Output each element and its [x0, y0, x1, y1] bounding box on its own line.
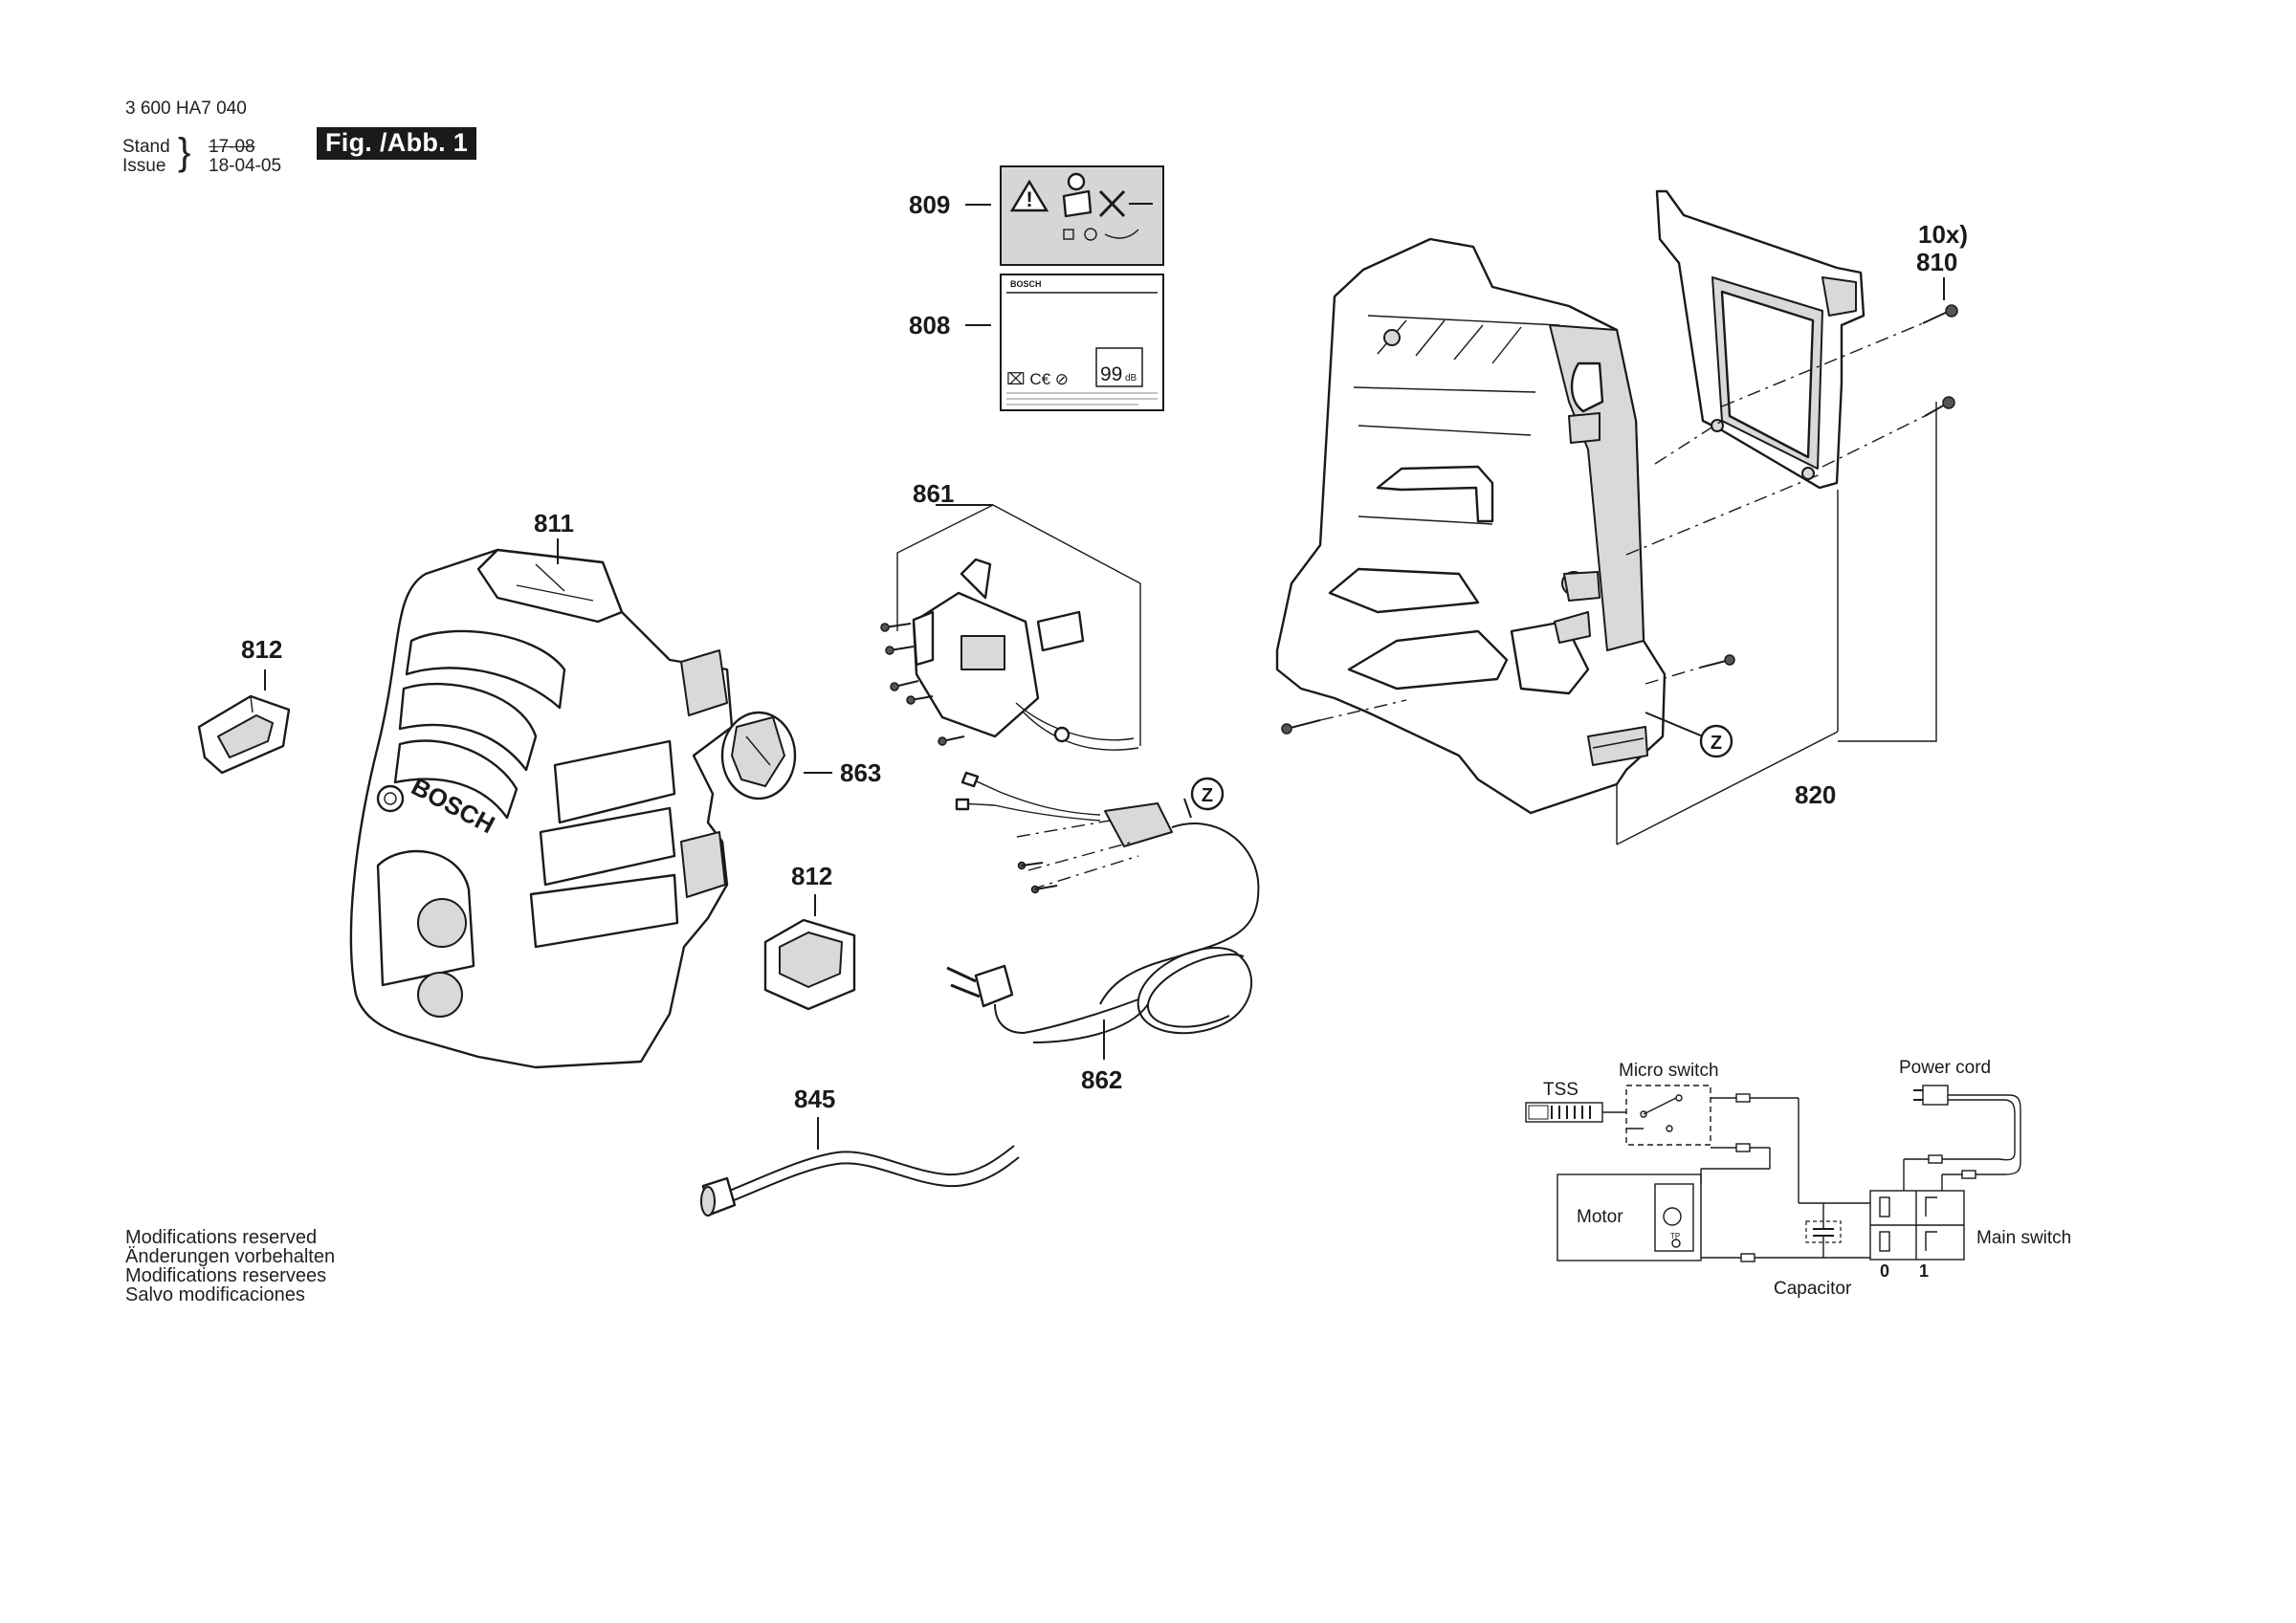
issue-label: Issue [122, 156, 166, 176]
part-808-label: 808 [909, 311, 950, 340]
hose [700, 1145, 1020, 1217]
main-housing [1275, 237, 1667, 815]
part-820-label: 820 [1795, 780, 1836, 809]
housing-screws [1281, 654, 1735, 735]
modifications-fr: Modifications reservees [125, 1265, 327, 1286]
part-861-label: 861 [913, 479, 954, 508]
clip-lower [763, 918, 856, 1011]
part-862-label: 862 [1081, 1065, 1122, 1094]
knob [720, 711, 797, 801]
noise-unit: dB [1125, 373, 1137, 384]
modifications-note: Modifications reserved Änderungen vorbeh… [125, 1228, 335, 1305]
svg-text:!: ! [1026, 187, 1032, 211]
warning-sticker: ! [1000, 165, 1164, 266]
capacitor-label: Capacitor [1774, 1279, 1852, 1299]
modifications-es: Salvo modificaciones [125, 1284, 305, 1305]
clip-left [197, 694, 291, 775]
part-812-left-label: 812 [241, 635, 282, 664]
modifications-en: Modifications reserved [125, 1227, 318, 1248]
z-marker-left: Z [1202, 785, 1213, 806]
tss-label: TSS [1543, 1080, 1578, 1100]
stand-label: Stand [122, 137, 170, 157]
reference-z-marker: Z [1183, 777, 1225, 819]
figure-label: Fig. /Abb. 1 [317, 127, 477, 160]
part-812-lower-label: 812 [791, 862, 832, 890]
modifications-de: Änderungen vorbehalten [125, 1246, 336, 1267]
front-cover: BOSCH [349, 548, 734, 1069]
part-863-label: 863 [840, 758, 881, 787]
part-809-label: 809 [909, 190, 950, 219]
svg-text:TP: TP [1670, 1232, 1680, 1240]
motor-label: Motor [1577, 1207, 1623, 1227]
issue-date: 18-04-05 [209, 156, 282, 176]
rear-cover-screws [1625, 304, 1958, 556]
sticker-brand: BOSCH [1010, 279, 1042, 289]
rating-sticker: BOSCH ⌧ C€ ⊘ 99 dB [1000, 274, 1164, 411]
switch-screws [880, 623, 965, 746]
document-number: 3 600 HA7 040 [125, 99, 247, 119]
noise-value: 99 [1100, 363, 1122, 385]
part-810-label: 810 [1916, 248, 1957, 276]
micro-switch-label: Micro switch [1619, 1061, 1719, 1081]
switch-assembly [880, 504, 1141, 751]
old-date: 17-08 [209, 137, 255, 157]
switch-off-label: 0 [1880, 1261, 1889, 1281]
wiring-diagram: TSS Micro switch Motor TP [1525, 1058, 2071, 1299]
part-845-label: 845 [794, 1085, 835, 1113]
power-cord [946, 771, 1260, 1043]
switch-on-label: 1 [1919, 1261, 1929, 1281]
rear-cover [1655, 189, 1866, 490]
part-811-label: 811 [534, 509, 574, 537]
reference-z-marker-right: Z [1645, 712, 1733, 758]
part-810-qty-label: 10x) [1918, 220, 1968, 249]
z-marker-right: Z [1711, 733, 1722, 754]
main-switch-label: Main switch [1976, 1228, 2071, 1248]
brace-icon: } [178, 131, 191, 173]
svg-text:⌧ C€ ⊘: ⌧ C€ ⊘ [1006, 370, 1069, 388]
power-cord-label: Power cord [1899, 1058, 1991, 1078]
